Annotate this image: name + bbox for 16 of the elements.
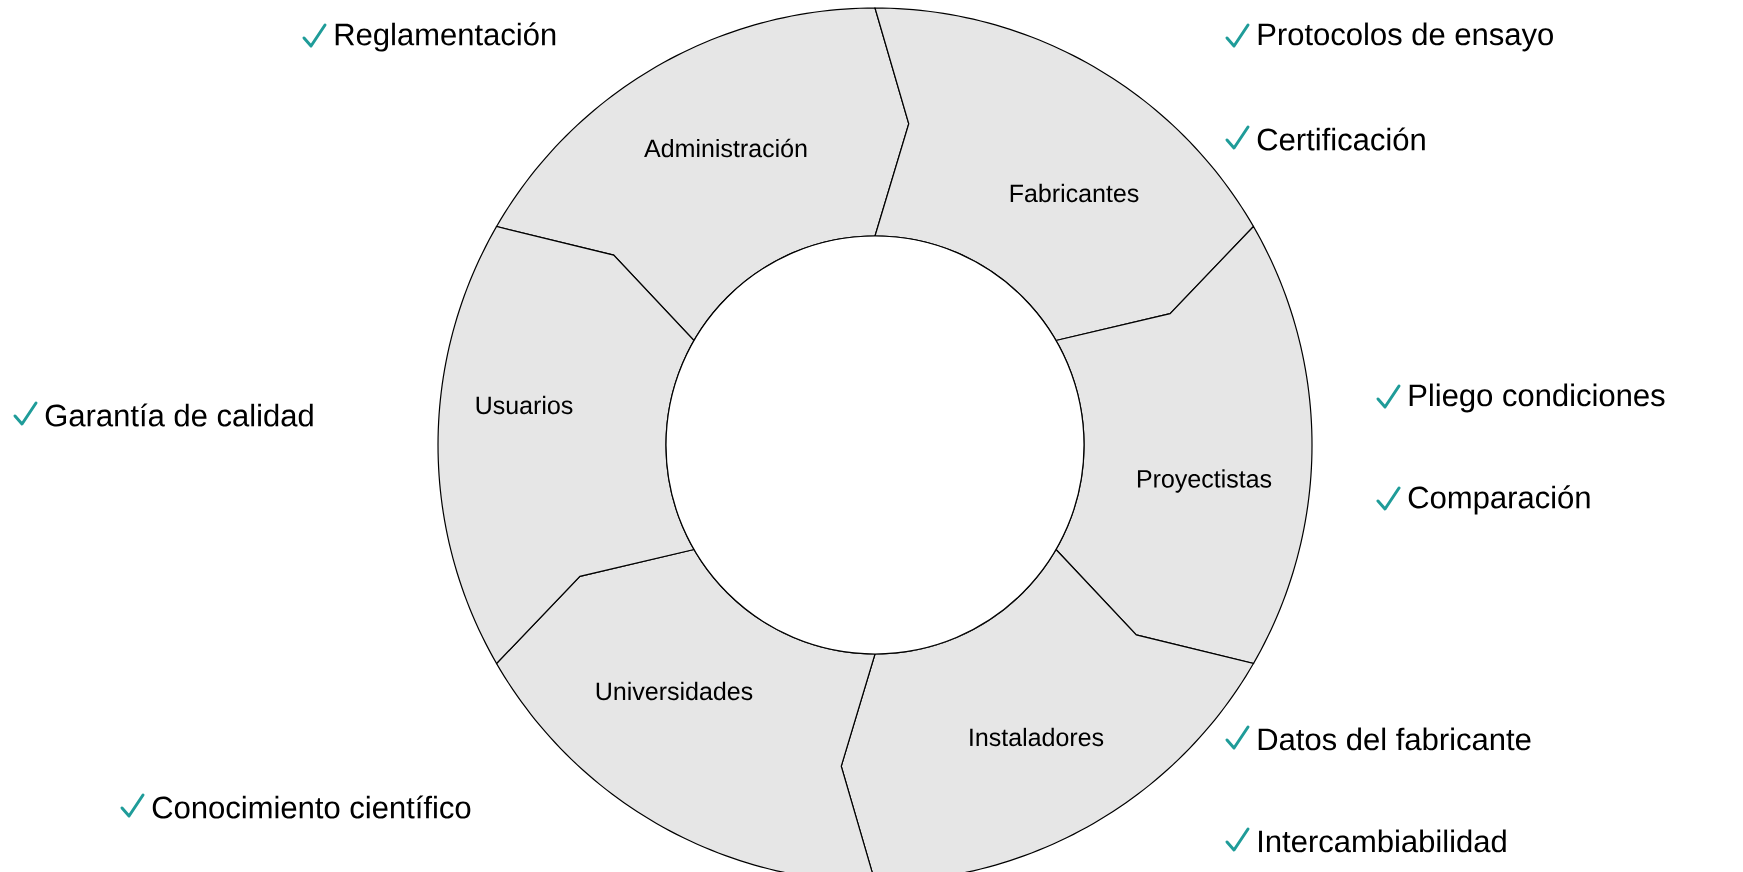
bullet-text: Protocolos de ensayo: [1258, 22, 1553, 52]
bullet-text: Pliego condiciones: [1409, 383, 1665, 413]
bullet-text: Conocimiento científico: [152, 795, 471, 819]
bullet-text: Garantía de calidad: [45, 403, 313, 427]
bullet-text: Certificación: [1257, 127, 1425, 151]
ring-hole: [665, 235, 1085, 655]
ring-segment: Instaladores: [840, 548, 1255, 872]
ring-segment: Proyectistas: [1055, 225, 1313, 665]
bullet-text: Comparación: [1408, 485, 1590, 515]
ring-segment: Universidades: [495, 548, 876, 872]
node-label: Universidades: [596, 681, 753, 701]
node-label: Instaladores: [970, 727, 1104, 747]
bullet-text: Datos del fabricante: [1258, 727, 1531, 751]
bullet-text: Intercambiabilidad: [1259, 829, 1506, 853]
ring-segment: Usuarios: [437, 225, 695, 665]
ring-segment: Fabricantes: [874, 7, 1255, 342]
